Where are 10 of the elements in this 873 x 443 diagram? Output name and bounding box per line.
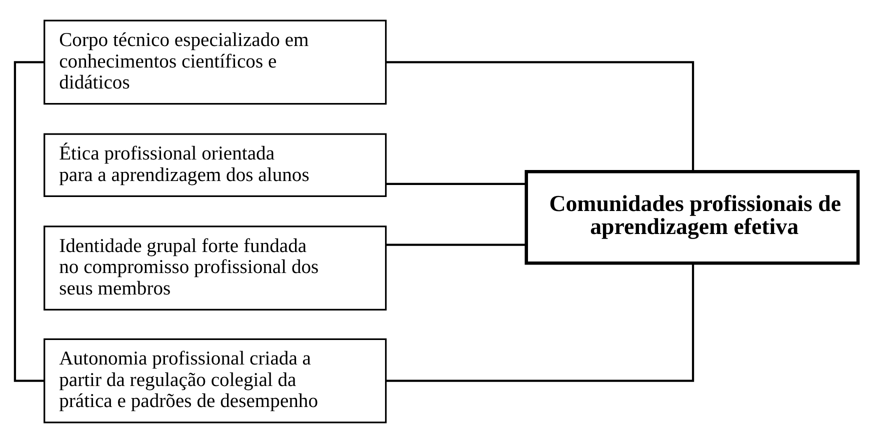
connector bbox=[14, 61, 44, 382]
node-box: Autonomia profissional criada a partir da regulação colegial da prática e padrões de desempenho bbox=[44, 338, 387, 424]
node-box: Ética profissional orientada para a aprendizagem dos alunos bbox=[44, 133, 387, 197]
connector bbox=[386, 61, 694, 172]
node-box: Identidade grupal forte fundada no compromisso profissional dos seus membros bbox=[44, 226, 387, 311]
connector bbox=[386, 244, 526, 246]
connector bbox=[386, 182, 526, 185]
connector bbox=[386, 263, 694, 382]
node-box: Comunidades profissionais de aprendizagem efetiva bbox=[524, 170, 860, 265]
node-box: Corpo técnico especializado em conhecimentos científicos e didáticos bbox=[44, 20, 387, 105]
